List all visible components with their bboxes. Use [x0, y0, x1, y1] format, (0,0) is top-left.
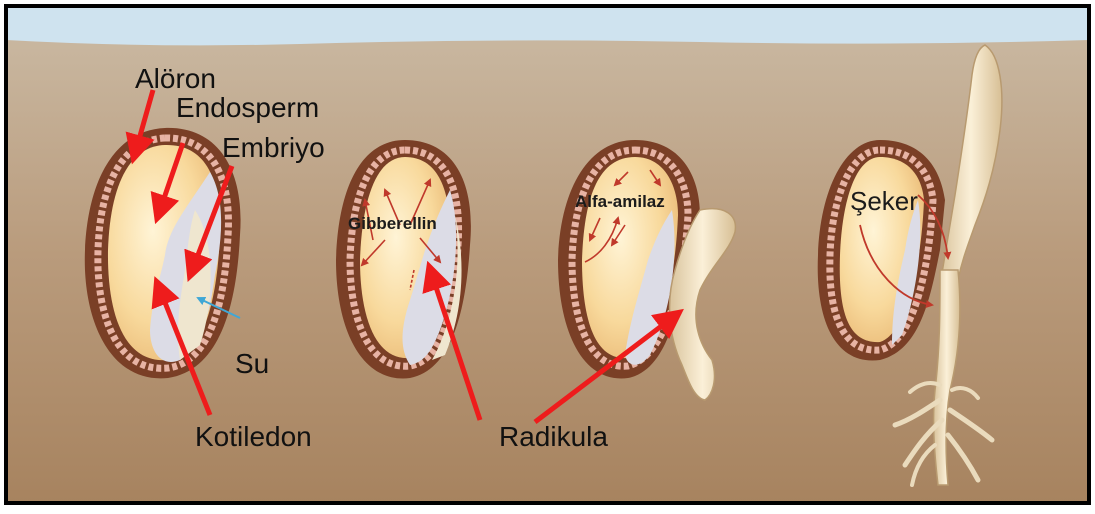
alpha-amylase-label: Alfa-amilaz	[575, 192, 665, 211]
sugar-label: Şeker	[850, 186, 918, 216]
water-label: Su	[235, 348, 269, 379]
cotyledon-label: Kotiledon	[195, 421, 312, 452]
water-surface	[6, 6, 1089, 45]
radicle-label: Radikula	[499, 421, 608, 452]
embryo-label: Embriyo	[222, 132, 325, 163]
aleurone-label: Alöron	[135, 63, 216, 94]
endosperm-label: Endosperm	[176, 92, 319, 123]
gibberellin-label: Gibberellin	[348, 214, 437, 233]
